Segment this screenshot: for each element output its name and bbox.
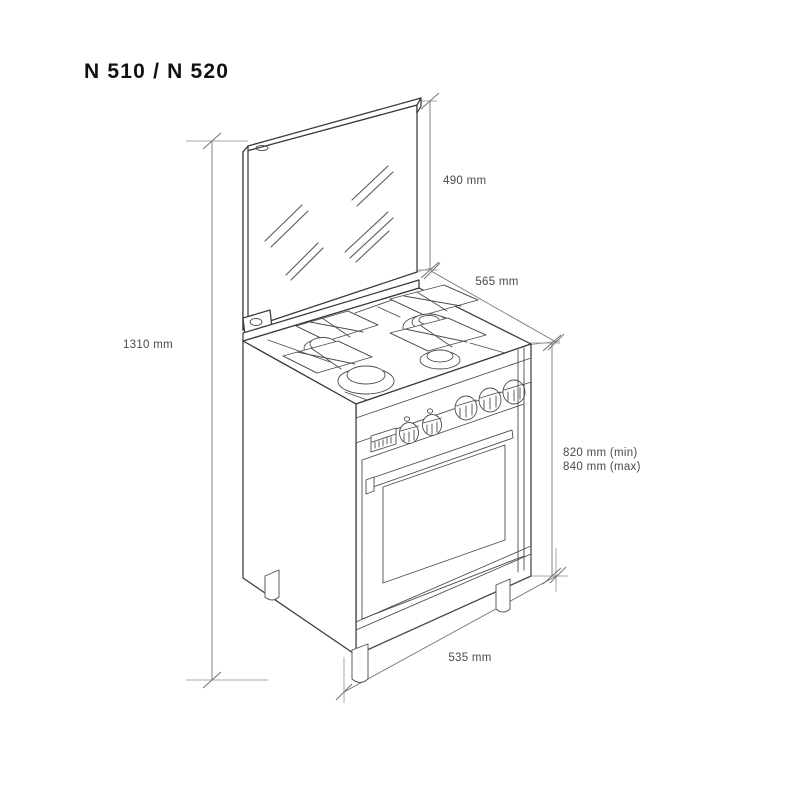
- glass-reflection-highlights: [264, 165, 394, 281]
- burner-grate-front-left: [282, 340, 395, 395]
- lid-left-edge: [242, 145, 249, 331]
- tick-top: [202, 132, 222, 150]
- dimension-work-height: 820 mm (min) 840 mm (max): [505, 334, 641, 585]
- tick-far: [547, 333, 565, 351]
- tick-bottom: [420, 261, 440, 279]
- timer-display-panel[interactable]: [370, 427, 397, 453]
- control-panel-band: [355, 357, 532, 444]
- body-corner-edges: [517, 347, 525, 573]
- timer-display-segments: [374, 436, 392, 449]
- appliance-legs: [264, 569, 511, 683]
- dimension-lid-height: 490 mm: [408, 92, 486, 279]
- oven-door-window: [382, 444, 506, 584]
- tick-near: [423, 262, 441, 280]
- knob-5[interactable]: [502, 379, 526, 405]
- kick-plate-edge: [355, 553, 532, 631]
- dimension-line: [430, 270, 557, 343]
- knob-2-indicator: [426, 408, 434, 414]
- cooktop-back-rail: [242, 279, 420, 342]
- burner-cap: [346, 365, 386, 385]
- dimension-label-depth: 565 mm: [475, 276, 518, 288]
- oven-door-handle-end-left: [365, 476, 375, 495]
- dimension-label-total-height: 1310 mm: [123, 339, 173, 351]
- knob-3[interactable]: [454, 395, 478, 421]
- dimension-label-lid-height: 490 mm: [443, 175, 486, 187]
- dimension-line: [343, 574, 559, 693]
- grate-cross-bars: [267, 299, 506, 402]
- lid-top-fastener: [255, 144, 269, 152]
- timer-display-body: [370, 427, 397, 453]
- dimension-label-work-height-max: 840 mm (max): [563, 461, 641, 473]
- dimension-label-work-height-min: 820 mm (min): [563, 447, 638, 459]
- knob-4[interactable]: [478, 387, 502, 413]
- dimension-label-width: 535 mm: [448, 652, 491, 664]
- kick-plate: [355, 545, 532, 656]
- knob-1[interactable]: [399, 416, 419, 444]
- tick-right: [549, 566, 567, 584]
- lid-rail-end-cap: [416, 97, 422, 114]
- burner-cap: [426, 349, 454, 363]
- tick-left: [335, 683, 353, 701]
- page-title: N 510 / N 520: [84, 60, 230, 83]
- appliance-front-body: [242, 340, 532, 656]
- burner-grate-front-right: [389, 317, 487, 370]
- lid-hinge-pin: [249, 318, 263, 326]
- tick-bottom: [202, 671, 222, 689]
- leg-rear-left: [264, 569, 280, 601]
- tick-top: [420, 92, 440, 110]
- knob-2[interactable]: [422, 408, 442, 436]
- leg-front-left: [351, 643, 369, 683]
- control-knobs: [399, 379, 526, 444]
- glass-lid: [242, 97, 422, 337]
- dimension-width: 535 mm: [335, 548, 567, 703]
- leg-front-right: [495, 578, 511, 613]
- tick-top: [542, 334, 562, 352]
- timer-display-divider: [371, 433, 397, 443]
- knob-1-indicator: [403, 416, 411, 422]
- dimension-total-height: 1310 mm: [123, 132, 268, 689]
